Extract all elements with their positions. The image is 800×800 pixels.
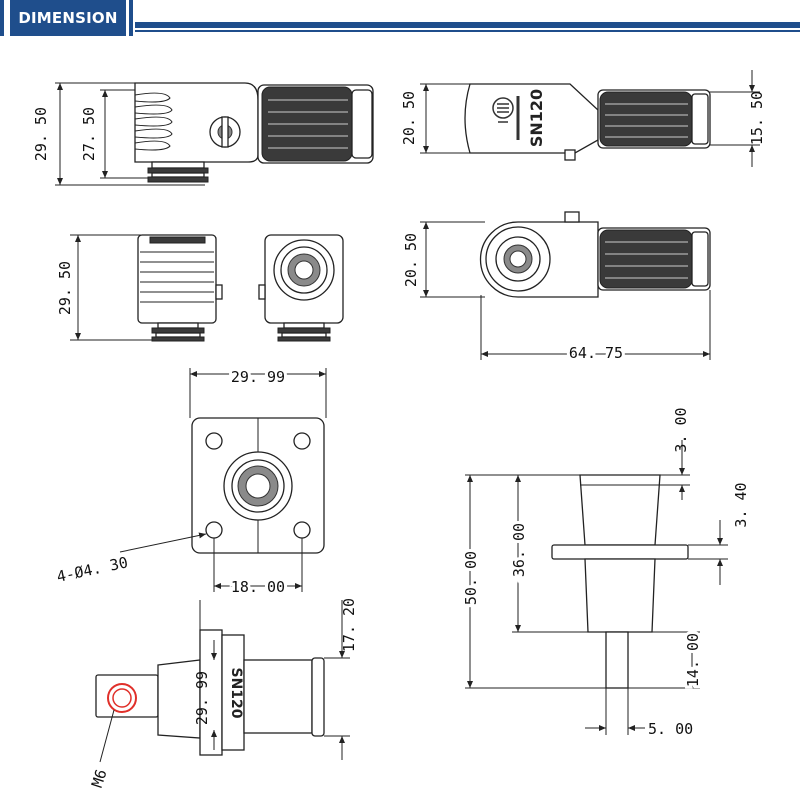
dim-post-collar: 3. 40 (732, 482, 750, 527)
dim-post-top: 3. 00 (672, 407, 690, 452)
view-rear: 20. 50 64. 75 (402, 211, 711, 365)
side-fins (140, 251, 214, 303)
dim-top-height: 20. 50 (400, 91, 418, 145)
view-side: 29. 50 (56, 234, 223, 342)
view-front: 29. 50 27. 50 (32, 82, 374, 186)
dim-rear-length: 64. 75 (569, 344, 623, 362)
dim-front-height-total: 29. 50 (32, 107, 50, 161)
brand-logo (492, 96, 520, 140)
dim-thread: M6 (88, 767, 111, 790)
dim-top-sleeve-dia: 15. 50 (748, 91, 766, 145)
front-sleeve-grip (261, 86, 353, 162)
view-end (258, 234, 344, 342)
dim-mount-holes: 4-Ø4. 30 (55, 553, 129, 586)
header-rule (135, 22, 800, 28)
header-left-bar (0, 0, 4, 36)
rear-sleeve-grip (599, 229, 693, 289)
dim-bottom-flange: 29. 99 (193, 671, 211, 725)
dim-post-total: 50. 00 (462, 551, 480, 605)
top-sleeve-grip (599, 91, 693, 147)
dimension-drawing: 29. 50 27. 50 20. 50 (32, 70, 766, 790)
dim-post-stud-dia: 5. 00 (648, 720, 693, 738)
section-header: DIMENSION (0, 0, 800, 40)
product-label-top: SN120 (527, 89, 546, 147)
dim-rear-height: 20. 50 (402, 233, 420, 287)
dim-front-height-body: 27. 50 (80, 107, 98, 161)
dim-bottom-sleeve: 17. 20 (340, 598, 358, 652)
dim-flange-width: 29. 99 (231, 368, 285, 386)
section-title: DIMENSION (10, 0, 126, 36)
header-rule-thin (135, 30, 800, 32)
view-bottom: SN120 29. 99 17. 20 M6 (88, 598, 358, 790)
dim-hole-pitch: 18. 00 (231, 578, 285, 596)
dim-side-height: 29. 50 (56, 261, 74, 315)
header-tab-edge (129, 0, 133, 36)
view-top: 20. 50 15. 50 SN120 (400, 70, 766, 167)
dim-post-upper: 36. 00 (510, 523, 528, 577)
front-fins (134, 92, 173, 151)
view-flange: 29. 99 18. 00 4-Ø4. 30 (55, 365, 327, 599)
product-label-bottom: SN120 (228, 667, 244, 718)
dim-post-stud-len: 14. 00 (684, 633, 702, 687)
view-post: 3. 00 3. 40 50. 00 36. 00 14. 00 5. 00 (459, 407, 750, 738)
